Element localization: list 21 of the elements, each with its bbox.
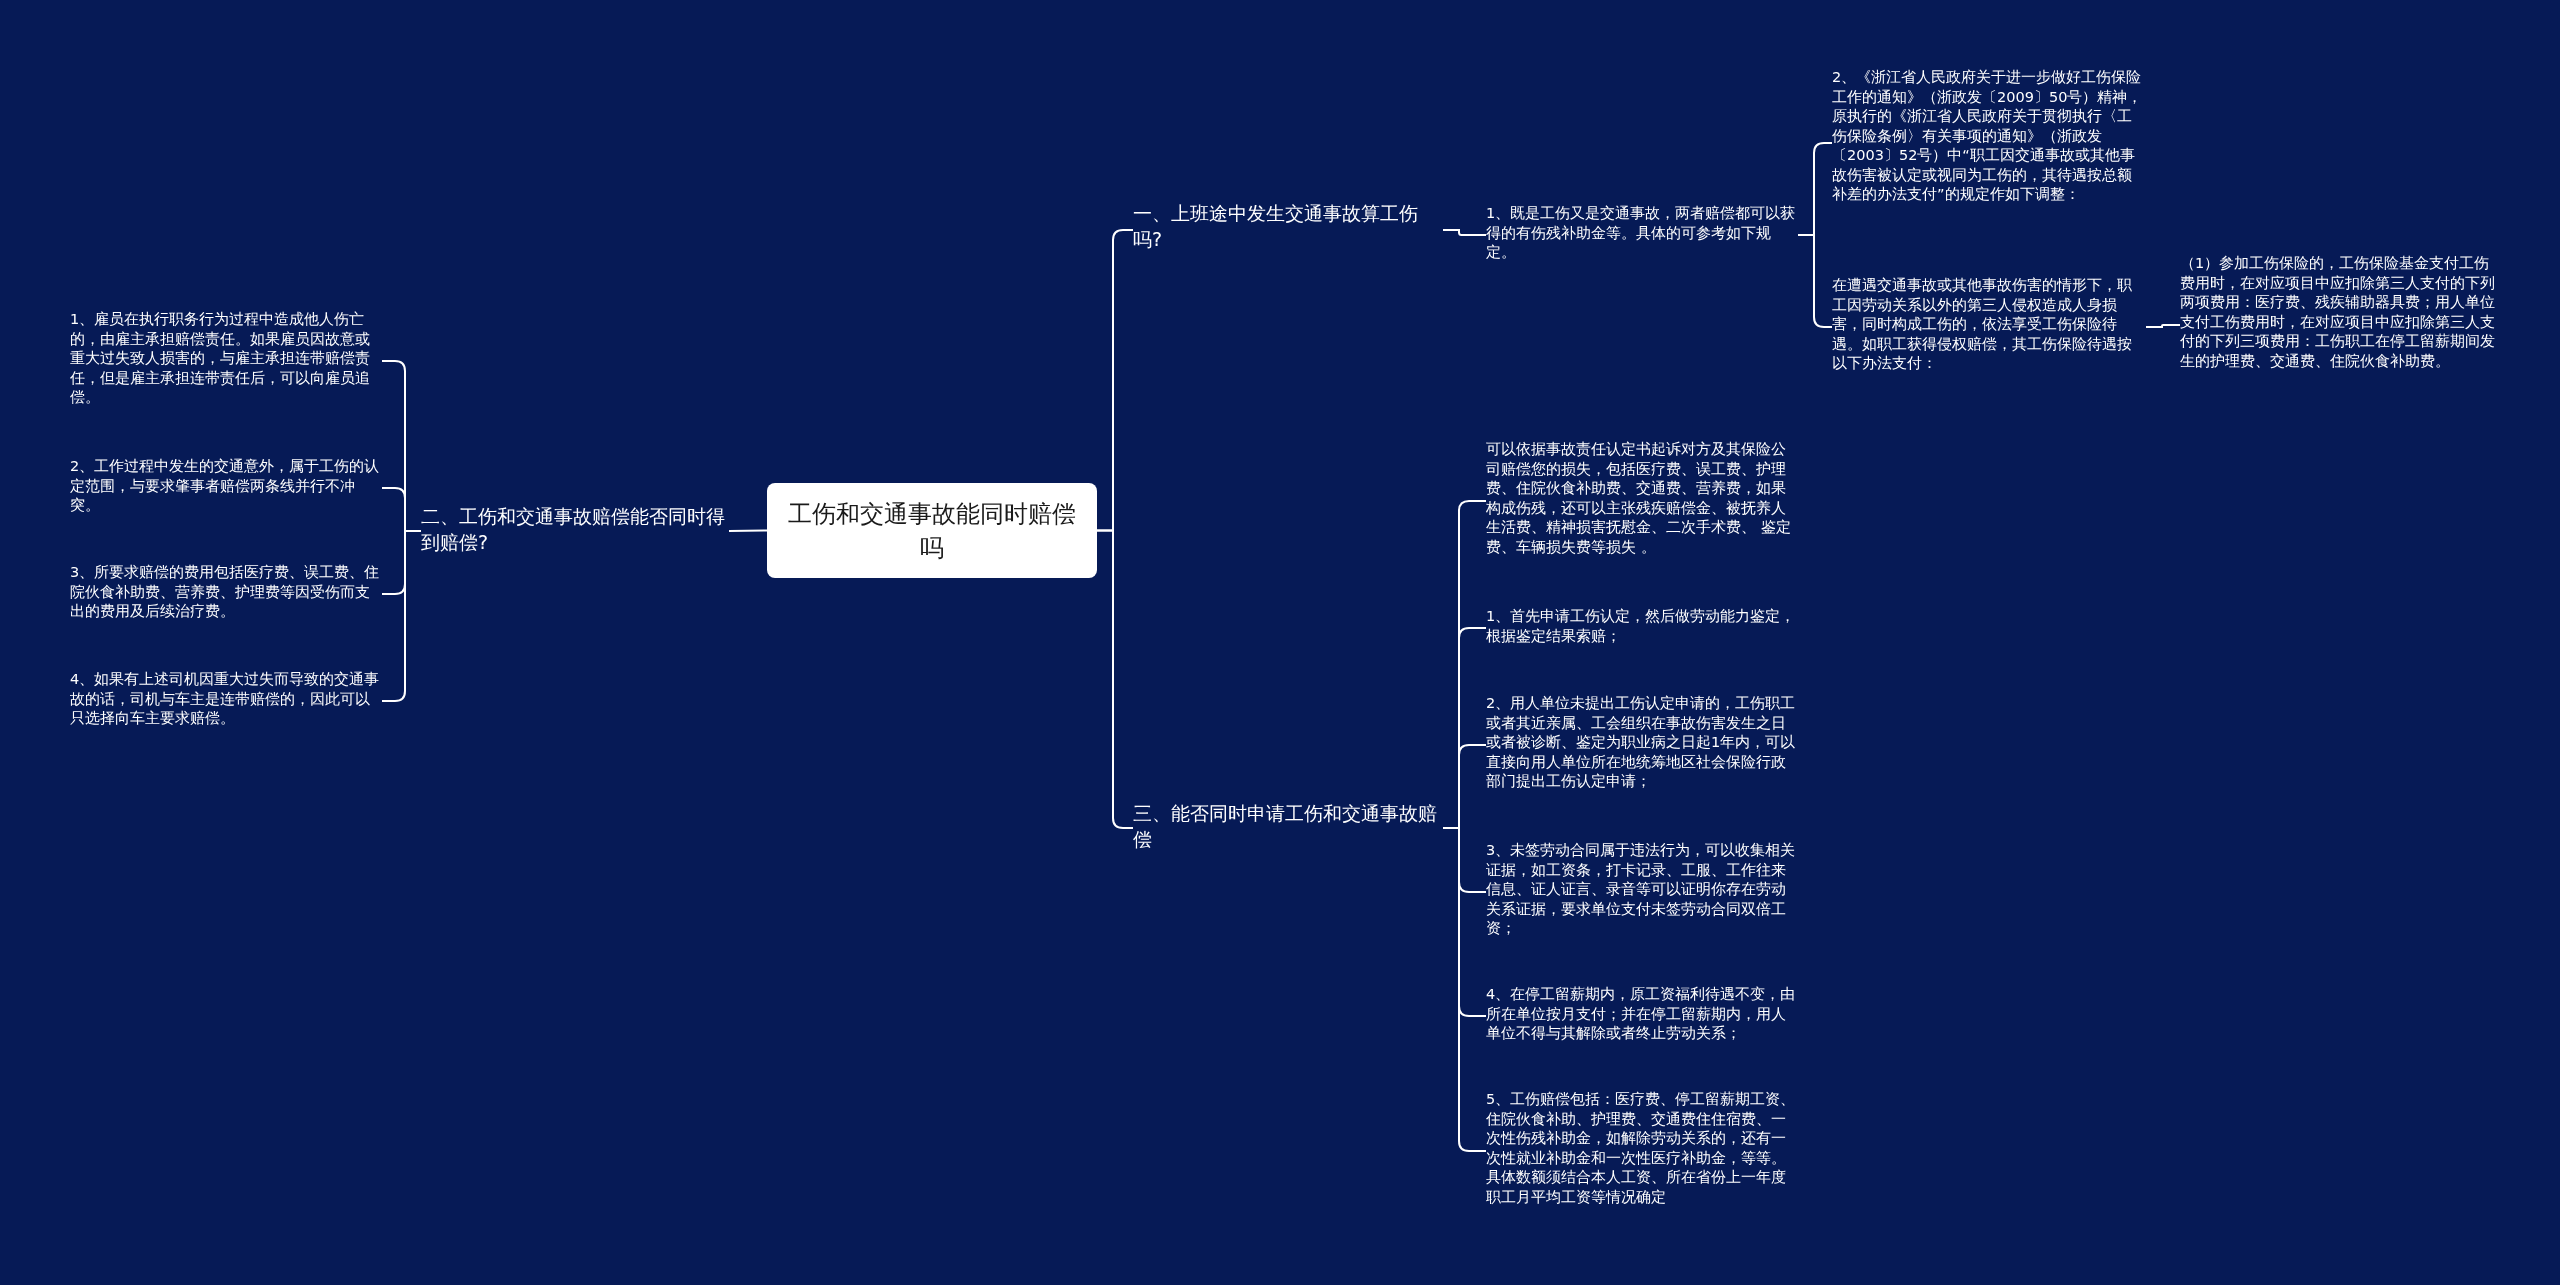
- note-text: 3、未签劳动合同属于违法行为，可以收集相关证据，如工资条，打卡记录、工服、工作往来信息、证人证言、录音等可以证明你存在劳动关系证据，要求单位支付未签劳动合同双倍工资；: [1486, 841, 1798, 943]
- note-text: 在遭遇交通事故或其他事故伤害的情形下，职工因劳动关系以外的第三人侵权造成人身损害，同时构成工伤的，依法享受工伤保险待遇。如职工获得侵权赔偿，其工伤保险待遇按以下办法支付：: [1832, 276, 2146, 378]
- note-text: 2、用人单位未提出工伤认定申请的，工伤职工或者其近亲属、工会组织在事故伤害发生之日或者被诊断、鉴定为职业病之日起1年内，可以直接向用人单位所在地统筹地区社会保险行政部门提出工伤认定申请；: [1486, 694, 1798, 796]
- note-text: 2、工作过程中发生的交通意外，属于工伤的认定范围，与要求肇事者赔偿两条线并行不冲突。: [70, 457, 382, 519]
- note-text: 5、工伤赔偿包括：医疗费、停工留薪期工资、住院伙食补助、护理费、交通费住住宿费、一次性伤残补助金，如解除劳动关系的，还有一次性就业补助金和一次性医疗补助金，等等。具体数额须结合本人工资、所在省份上一年度职工月平均工资等情况确定: [1486, 1090, 1798, 1212]
- note-text: 2、《浙江省人民政府关于进一步做好工伤保险工作的通知》（浙政发〔2009〕50号）精神，原执行的《浙江省人民政府关于贯彻执行〈工伤保险条例〉有关事项的通知》（浙政发〔2003〕52号）中“职工因交通事故或其他事故伤害被认定或视同为工伤的，其待遇按总额补差的办法支付”的规定作如下调整：: [1832, 68, 2146, 218]
- note-text: 1、雇员在执行职务行为过程中造成他人伤亡的，由雇主承担赔偿责任。如果雇员因故意或重大过失致人损害的，与雇主承担连带赔偿责任，但是雇主承担连带责任后，可以向雇员追偿。: [70, 310, 382, 412]
- topic-text: 一、上班途中发生交通事故算工伤吗?: [1133, 200, 1443, 260]
- connector-line: [2145, 324, 2181, 328]
- connector-line: [1442, 229, 1487, 236]
- connector-line: [728, 529, 768, 532]
- note-text: 3、所要求赔偿的费用包括医疗费、误工费、住院伙食补助费、营养费、护理费等因受伤而支出的费用及后续治疗费。: [70, 563, 382, 625]
- note-text: 可以依据事故责任认定书起诉对方及其保险公司赔偿您的损失，包括医疗费、误工费、护理费、住院伙食补助费、交通费、营养费，如果构成伤残，还可以主张残疾赔偿金、被抚养人生活费、精神损害抚慰金、二次手术费、 鉴定费、车辆损失费等损失 。: [1486, 440, 1798, 562]
- note-text: （1）参加工伤保险的，工伤保险基金支付工伤费用时，在对应项目中应扣除第三人支付的下列两项费用：医疗费、残疾辅助器具费；用人单位支付工伤费用时，在对应项目中应扣除第三人支付的下列三项费用：工伤职工在停工留薪期间发生的护理费、交通费、住院伙食补助费。: [2180, 254, 2496, 396]
- note-text: 4、在停工留薪期内，原工资福利待遇不变，由所在单位按月支付；并在停工留薪期内，用人单位不得与其解除或者终止劳动关系；: [1486, 985, 1798, 1047]
- topic-text: 二、工伤和交通事故赔偿能否同时得到赔偿?: [421, 503, 729, 559]
- note-text: 1、首先申请工伤认定，然后做劳动能力鉴定，根据鉴定结果索赔；: [1486, 607, 1798, 649]
- central-topic: 工伤和交通事故能同时赔偿吗: [767, 483, 1097, 578]
- note-text: 1、既是工伤又是交通事故，两者赔偿都可以获得的有伤残补助金等。具体的可参考如下规定。: [1486, 204, 1798, 266]
- note-text: 4、如果有上述司机因重大过失而导致的交通事故的话，司机与车主是连带赔偿的，因此可以只选择向车主要求赔偿。: [70, 670, 382, 732]
- topic-text: 三、能否同时申请工伤和交通事故赔偿: [1133, 800, 1443, 856]
